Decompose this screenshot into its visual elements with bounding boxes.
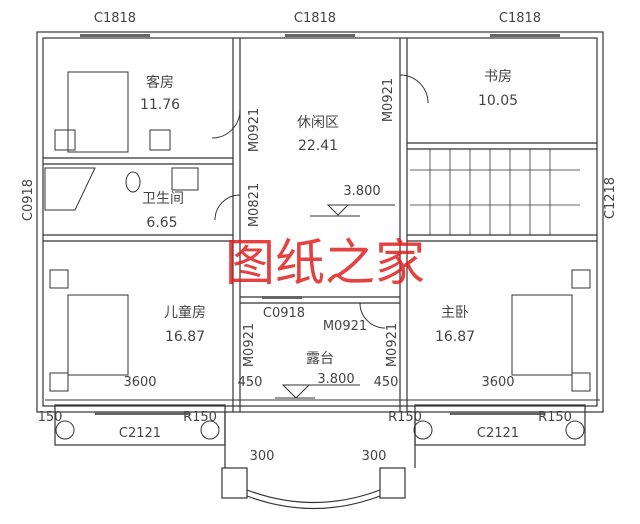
door-label: M0921: [242, 323, 257, 367]
door-label: M0921: [385, 323, 400, 367]
window-label: C2121: [119, 426, 161, 441]
room-name: 露台: [306, 351, 334, 367]
dimension-label: R150: [538, 410, 572, 425]
dimension-label: 150: [38, 410, 63, 425]
elevation-label: 3.800: [343, 184, 380, 199]
room-area: 16.87: [165, 329, 205, 345]
room-name: 卫生间: [142, 191, 184, 207]
window-label: C0918: [263, 306, 305, 321]
window-label: C1818: [94, 11, 136, 26]
room-name: 主卧: [441, 305, 469, 321]
dimension-label: 3600: [123, 375, 156, 390]
door-label: M0821: [247, 183, 262, 227]
dimension-label: 300: [362, 449, 387, 464]
window-label: C0918: [21, 179, 36, 221]
room-area: 11.76: [140, 97, 180, 113]
elevation-label: 3.800: [317, 372, 354, 387]
door-label: M0921: [323, 319, 367, 334]
room-name: 书房: [484, 69, 512, 85]
room-area: 22.41: [298, 138, 338, 154]
room-area: 10.05: [478, 93, 518, 109]
watermark: 图纸之家: [225, 234, 425, 292]
door-label: M0921: [381, 78, 396, 122]
window-label: C1218: [603, 177, 618, 219]
dimension-label: 450: [238, 375, 263, 390]
fixtures: [44, 71, 600, 440]
window-bars: [80, 34, 560, 415]
dimension-label: 3600: [481, 375, 514, 390]
room-area: 16.87: [435, 329, 475, 345]
dimension-label: R150: [183, 410, 217, 425]
door-label: M0921: [247, 108, 262, 152]
window-label: C2121: [477, 426, 519, 441]
window-label: C1818: [294, 11, 336, 26]
room-name: 休闲区: [297, 115, 339, 131]
window-label: C1818: [499, 11, 541, 26]
room-name: 客房: [146, 74, 174, 91]
room-area: 6.65: [146, 215, 177, 231]
dimension-label: 450: [374, 375, 399, 390]
walls: [36, 31, 604, 510]
room-name: 儿童房: [164, 304, 206, 321]
dimension-label: 300: [250, 449, 275, 464]
dimension-label: R150: [388, 410, 422, 425]
